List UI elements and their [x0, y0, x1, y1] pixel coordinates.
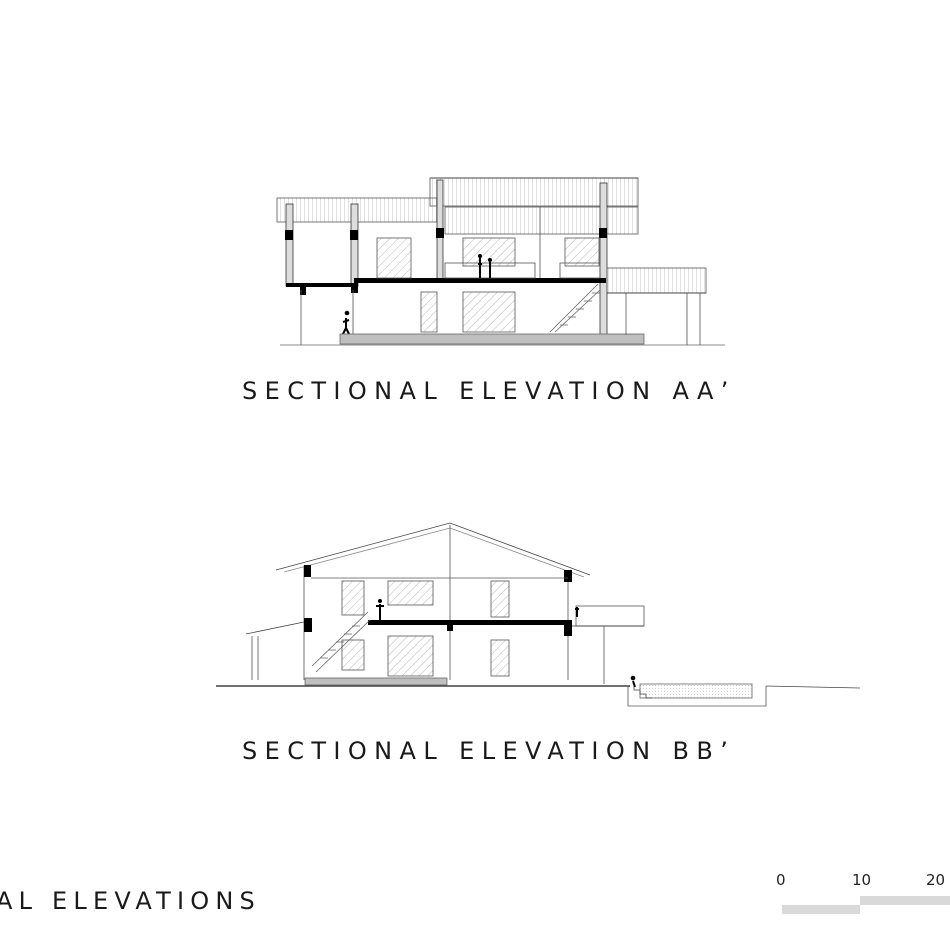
gable-roof — [275, 522, 591, 576]
pool — [627, 686, 767, 707]
column — [599, 182, 608, 336]
scale-bar-segment — [782, 905, 860, 914]
section-bb-caption: SECTIONAL ELEVATION BB’ — [242, 737, 736, 765]
floor-slab — [354, 278, 606, 283]
ground-plinth — [304, 677, 448, 686]
section-aa-drawing — [276, 177, 725, 346]
scale-tick-0: 0 — [776, 871, 786, 889]
floor-slab — [368, 620, 570, 625]
ground-plinth — [339, 333, 645, 345]
sheet-title: AL ELEVATIONS — [0, 887, 261, 915]
right-roof-band — [444, 206, 639, 235]
section-bb-drawing — [216, 522, 861, 707]
section-aa-caption: SECTIONAL ELEVATION AA’ — [242, 377, 736, 405]
column — [285, 203, 294, 287]
scale-bar-segment — [860, 896, 950, 905]
scale-tick-10: 10 — [852, 871, 872, 889]
column — [350, 203, 359, 287]
scale-tick-20: 20 — [926, 871, 946, 889]
